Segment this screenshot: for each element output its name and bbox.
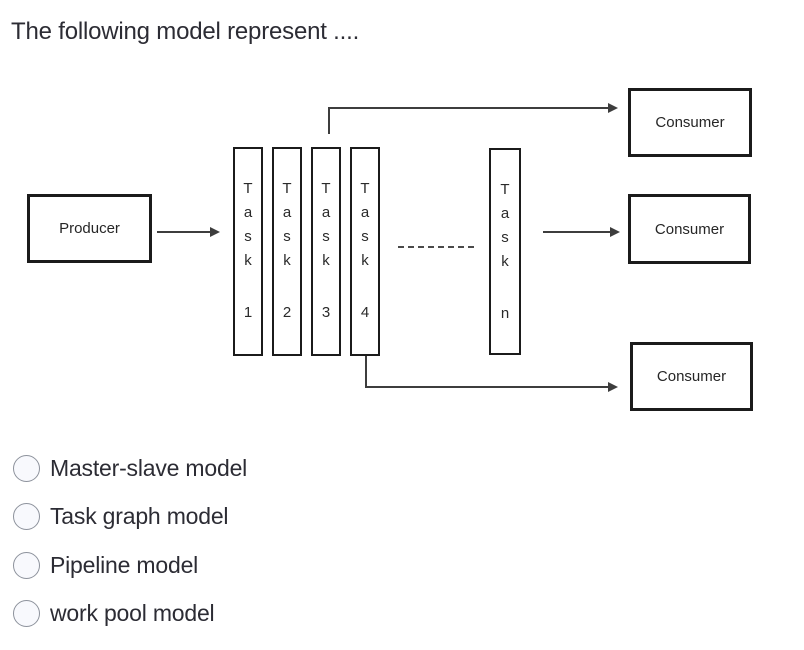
task-box-1: Task 1 [233,147,263,356]
arrow-producer-to-tasks-line [157,231,212,233]
task-word: Task [360,180,370,269]
option-row-pipeline: Pipeline model [13,552,198,579]
option-label-2[interactable]: Task graph model [50,503,229,529]
consumer-box-3: Consumer [630,342,753,411]
radio-option-4[interactable] [13,600,40,627]
task-box-3: Task 3 [311,147,341,356]
arrow-bottom-head [608,382,618,392]
arrow-bottom-vertical-line [365,356,367,387]
option-label-1[interactable]: Master-slave model [50,455,248,481]
task-number: 4 [360,304,370,321]
arrow-producer-to-tasks-head [210,227,220,237]
arrow-bottom-horizontal-line [365,386,610,388]
task-box-4: Task 4 [350,147,380,356]
option-label-3[interactable]: Pipeline model [50,552,199,578]
task-word: Task [500,181,510,270]
arrow-top-head [608,103,618,113]
option-label-4[interactable]: work pool model [50,600,215,626]
radio-option-1[interactable] [13,455,40,482]
arrow-middle-head [610,227,620,237]
consumer-box-1: Consumer [628,88,752,157]
task-number: 1 [243,304,253,321]
consumer-label: Consumer [654,220,725,238]
task-word: Task [282,180,292,269]
option-row-task-graph: Task graph model [13,503,229,530]
arrow-top-horizontal-line [328,107,610,109]
radio-option-2[interactable] [13,503,40,530]
option-row-work-pool: work pool model [13,600,215,627]
task-box-2: Task 2 [272,147,302,356]
task-box-n: Task n [489,148,521,355]
task-number: 3 [321,304,331,321]
consumer-label: Consumer [655,114,725,131]
producer-label: Producer [59,220,120,237]
ellipsis-dashed-line [398,246,474,248]
option-row-master-slave: Master-slave model [13,455,247,482]
arrow-top-vertical-line [328,107,330,134]
arrow-middle-line [543,231,612,233]
consumer-box-2: Consumer [628,194,751,264]
task-word: Task [321,180,331,269]
question-title: The following model represent .... [11,18,360,45]
task-number: 2 [282,304,292,321]
task-word: Task [243,180,253,269]
radio-option-3[interactable] [13,552,40,579]
producer-box: Producer [27,194,152,263]
consumer-label: Consumer [656,368,727,385]
task-number: n [500,305,510,322]
